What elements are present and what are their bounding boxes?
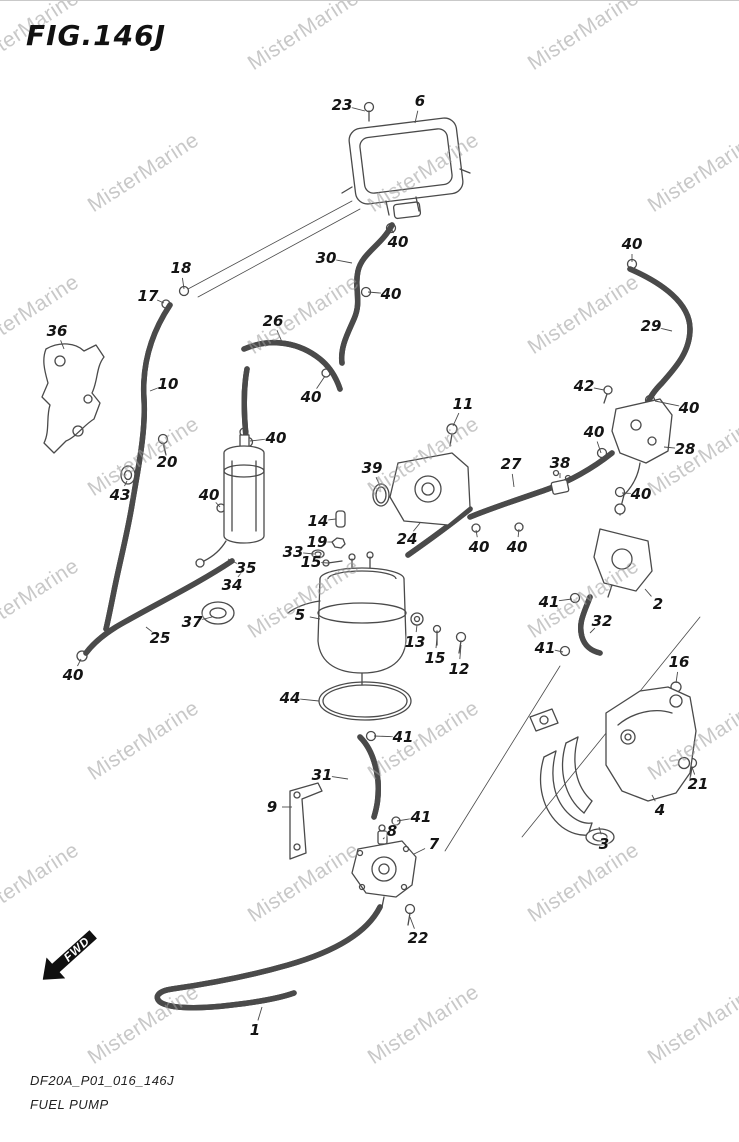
bracket-4 [529,686,697,802]
clamp-band-3 [539,736,615,846]
part-callout-35: 35 [235,559,257,577]
part-callout-6: 6 [414,92,426,110]
part-callout-13: 13 [404,633,426,651]
part-callout-4: 4 [654,801,666,819]
part-callout-40: 40 [621,235,643,253]
part-callout-17: 17 [137,287,159,305]
clip-38 [550,469,572,495]
part-callout-18: 18 [170,259,192,277]
part-callout-40: 40 [506,538,528,556]
part-callout-28: 28 [674,440,696,458]
part-callout-15: 15 [300,553,322,571]
figure-title: FIG.146J [26,19,167,52]
part-callout-24: 24 [396,530,418,548]
part-callout-7: 7 [428,835,440,853]
part-callout-8: 8 [386,822,398,840]
part-callout-41: 41 [392,728,414,746]
part-callout-10: 10 [157,375,179,393]
part-callout-40: 40 [380,285,402,303]
part-callout-40: 40 [62,666,84,684]
part-callout-26: 26 [262,312,284,330]
bracket-9 [289,782,323,860]
part-callout-40: 40 [387,233,409,251]
part-callout-16: 16 [668,653,690,671]
part-callout-37: 37 [181,613,203,631]
part-callout-40: 40 [265,429,287,447]
part-callout-5: 5 [294,606,306,624]
part-callout-33: 33 [282,543,304,561]
part-callout-20: 20 [156,453,178,471]
part-callout-25: 25 [149,629,171,647]
part-callout-14: 14 [307,512,329,530]
figure-code: DF20A_P01_016_146J [30,1073,175,1088]
part-callout-31: 31 [311,766,333,784]
part-callout-41: 41 [538,593,560,611]
bracket-36 [41,343,105,454]
fuel-filter-34 [195,434,265,568]
part-callout-40: 40 [198,486,220,504]
part-callout-1: 1 [249,1021,261,1039]
part-callout-19: 19 [306,533,328,551]
cover-part [341,117,471,220]
part-callout-39: 39 [361,459,383,477]
part-callout-9: 9 [266,798,278,816]
priming-pump-7 [351,824,417,926]
part-callout-30: 30 [315,249,337,267]
part-callout-36: 36 [46,322,68,340]
part-callout-44: 44 [279,689,301,707]
part-callout-40: 40 [583,423,605,441]
joint-28 [603,385,673,516]
part-callout-42: 42 [573,377,595,395]
part-callout-34: 34 [221,576,243,594]
part-callout-12: 12 [448,660,470,678]
part-callout-15: 15 [424,649,446,667]
part-callout-40: 40 [630,485,652,503]
part-callout-23: 23 [331,96,353,114]
part-callout-41: 41 [410,808,432,826]
part-callout-40: 40 [468,538,490,556]
part-callout-32: 32 [591,612,613,630]
part-callout-21: 21 [687,775,709,793]
part-callout-22: 22 [407,929,429,947]
small-parts-cluster [311,510,346,567]
footer: DF20A_P01_016_146J FUEL PUMP [30,1073,174,1112]
part-callout-41: 41 [534,639,556,657]
part-callout-40: 40 [300,388,322,406]
part-callout-3: 3 [598,835,610,853]
hoses [83,222,693,1008]
bolt-23 [363,101,375,122]
grommet-43 [120,465,136,485]
part-callout-38: 38 [549,454,571,472]
part-callout-11: 11 [452,395,474,413]
callout-leader-lines [60,107,696,1021]
part-callout-40: 40 [678,399,700,417]
part-callout-29: 29 [640,317,662,335]
part-callout-2: 2 [652,595,664,613]
pump-body-24 [372,423,471,526]
fuel-connector-2 [593,503,653,598]
figure-name: FUEL PUMP [30,1097,109,1112]
part-callout-27: 27 [500,455,522,473]
fuel-pump-5 [201,551,467,686]
part-callout-43: 43 [109,486,131,504]
